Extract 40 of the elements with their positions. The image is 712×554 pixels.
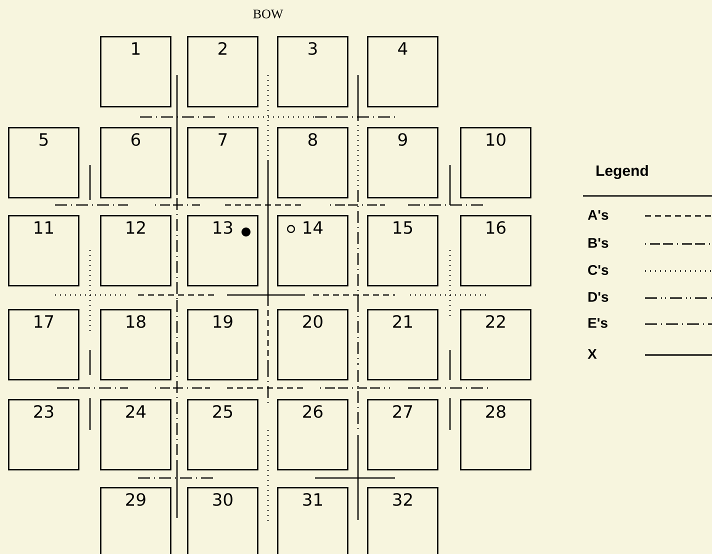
numbered-box: 13: [187, 215, 258, 286]
legend-label: B's: [588, 238, 608, 248]
legend-label: C's: [588, 265, 608, 275]
numbered-box: 10: [460, 127, 532, 198]
numbered-box: 31: [277, 487, 348, 554]
numbered-box: 27: [367, 399, 438, 470]
numbered-box: 26: [277, 399, 348, 470]
numbered-box: 3: [277, 36, 348, 108]
numbered-box: 1: [100, 36, 172, 108]
numbered-box: 15: [367, 215, 438, 286]
numbered-box: 6: [100, 127, 172, 198]
legend-label: A's: [588, 210, 608, 220]
numbered-box: 4: [367, 36, 438, 108]
numbered-box: 29: [100, 487, 172, 554]
numbered-box: 30: [187, 487, 258, 554]
numbered-box: 25: [187, 399, 258, 470]
numbered-box: 9: [367, 127, 438, 198]
numbered-box: 20: [277, 309, 348, 380]
numbered-box: 17: [8, 309, 80, 380]
legend-heading: Legend: [596, 164, 648, 180]
numbered-box: 8: [277, 127, 348, 198]
numbered-box: 19: [187, 309, 258, 380]
numbered-box: 18: [100, 309, 172, 380]
numbered-box: 28: [460, 399, 532, 470]
legend-label: E's: [588, 318, 608, 328]
title: BOW: [253, 10, 284, 18]
legend-label: D's: [588, 292, 608, 302]
numbered-box: 2: [187, 36, 258, 108]
numbered-box: 22: [460, 309, 532, 380]
numbered-box: 14: [277, 215, 348, 286]
numbered-box: 7: [187, 127, 258, 198]
numbered-box: 16: [460, 215, 532, 286]
numbered-box: 5: [8, 127, 80, 198]
numbered-box: 21: [367, 309, 438, 380]
numbered-box: 11: [8, 215, 80, 286]
numbered-box: 12: [100, 215, 172, 286]
numbered-box: 23: [8, 399, 80, 470]
numbered-box: 24: [100, 399, 172, 470]
legend-label: X: [588, 349, 597, 359]
numbered-box: 32: [367, 487, 438, 554]
